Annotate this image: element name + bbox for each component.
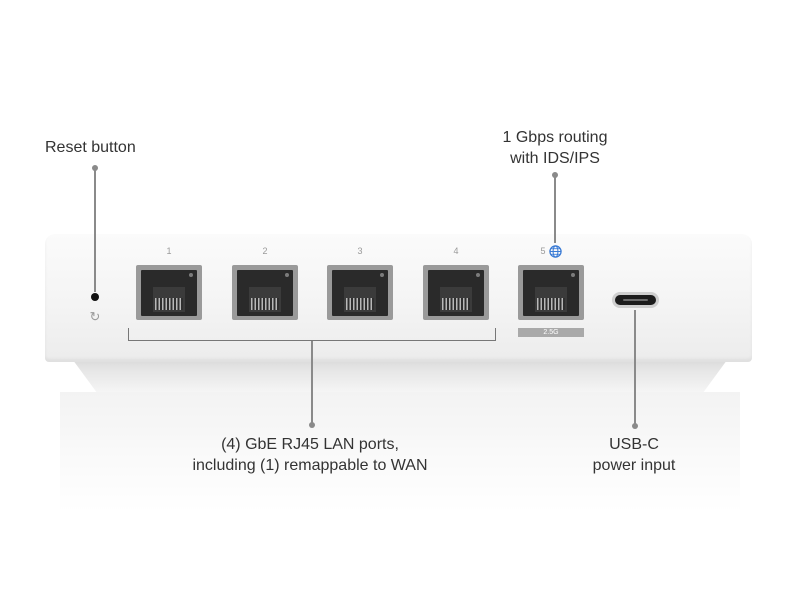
port-number-2: 2 xyxy=(262,246,268,256)
usb-c-port xyxy=(612,292,659,308)
lan-callout-dot xyxy=(309,422,315,428)
lan-label-line-1: (4) GbE RJ45 LAN ports, xyxy=(221,436,399,453)
lan-label-line-2: including (1) remappable to WAN xyxy=(192,457,428,474)
reset-icon: ↻ xyxy=(89,309,101,324)
lan-callout-line xyxy=(311,341,313,425)
usbc-callout-line xyxy=(634,310,636,426)
reset-button xyxy=(91,293,99,301)
wan-speed-label: 2.5G xyxy=(518,328,584,337)
usbc-label-line-2: power input xyxy=(592,457,676,474)
device-base xyxy=(70,356,730,392)
rj45-port-2 xyxy=(232,265,298,320)
usbc-callout-dot xyxy=(632,423,638,429)
routing-label-line-1: 1 Gbps routing xyxy=(502,129,608,146)
rj45-port-1 xyxy=(136,265,202,320)
routing-label: 1 Gbps routing with IDS/IPS xyxy=(480,127,630,169)
rj45-port-4 xyxy=(423,265,489,320)
routing-label-line-2: with IDS/IPS xyxy=(510,150,600,167)
reset-button-label: Reset button xyxy=(45,139,136,156)
port-number-1: 1 xyxy=(166,246,172,256)
globe-icon xyxy=(549,245,562,258)
port-number-5: 5 xyxy=(540,246,546,256)
usbc-label: USB-C power input xyxy=(574,434,694,476)
lan-ports-bracket xyxy=(128,328,496,341)
rj45-port-3 xyxy=(327,265,393,320)
routing-callout-line xyxy=(554,175,556,243)
usbc-label-line-1: USB-C xyxy=(609,436,659,453)
device-reflection xyxy=(60,392,740,512)
port-number-3: 3 xyxy=(357,246,363,256)
rj45-port-5-wan xyxy=(518,265,584,320)
lan-ports-label: (4) GbE RJ45 LAN ports, including (1) re… xyxy=(160,434,460,476)
reset-callout-line xyxy=(94,168,96,292)
port-number-4: 4 xyxy=(453,246,459,256)
